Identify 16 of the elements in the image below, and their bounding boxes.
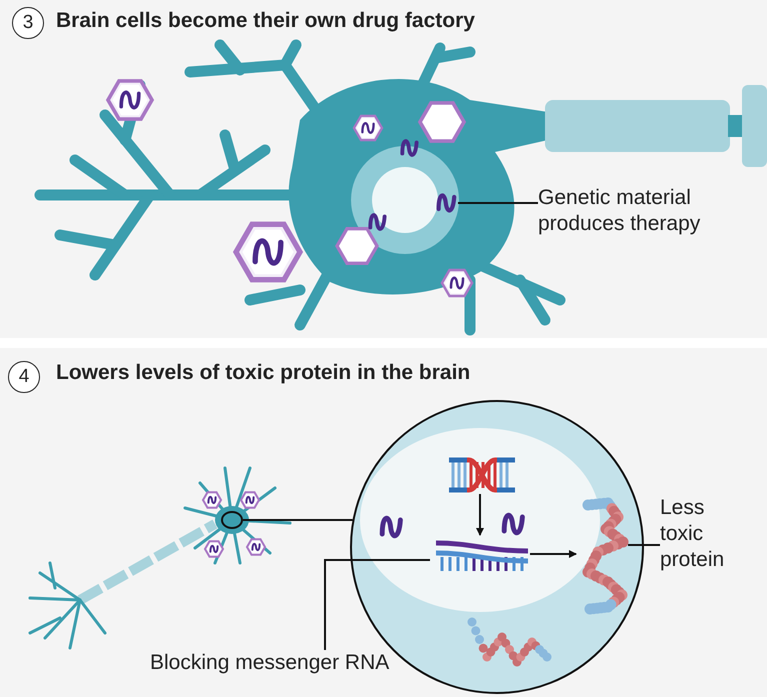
arrow	[530, 550, 577, 558]
highlight-circle	[221, 511, 243, 529]
arrow	[476, 494, 484, 536]
panel-heading: Lowers levels of toxic protein in the brain	[56, 361, 470, 385]
annotation-label: Genetic material produces therapy	[538, 185, 753, 241]
annotation-label: Less toxic protein	[660, 495, 742, 577]
panel-background	[0, 0, 767, 338]
step-number: 4	[8, 361, 40, 393]
leader-line	[458, 202, 538, 204]
annotation-label: Blocking messenger RNA	[150, 650, 400, 680]
leader-line	[324, 559, 430, 650]
panel-heading: Brain cells become their own drug factory	[56, 9, 475, 33]
leader-line	[243, 519, 352, 521]
step-number: 3	[12, 7, 44, 39]
panel-background	[0, 348, 767, 697]
leader-line	[628, 544, 660, 546]
